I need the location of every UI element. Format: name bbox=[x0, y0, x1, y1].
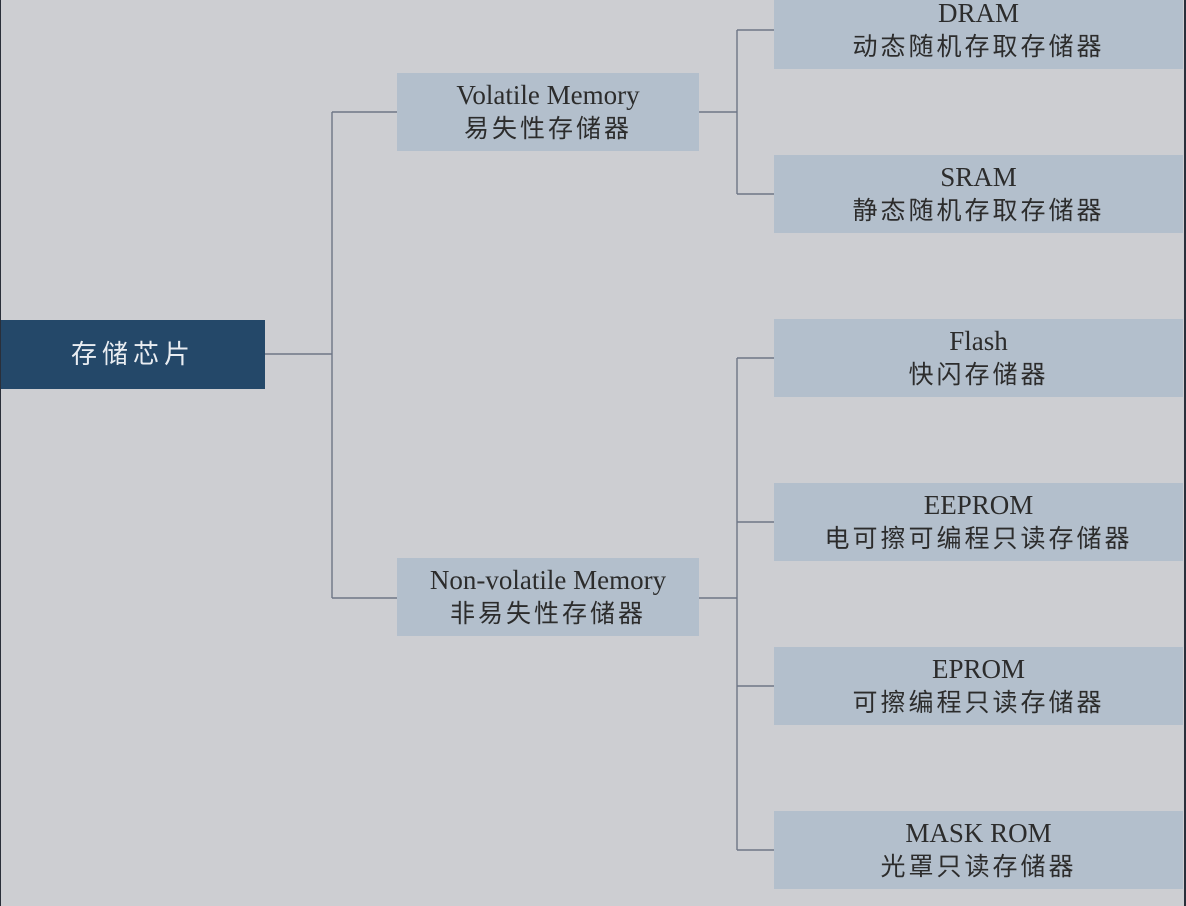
flash-node: Flash 快闪存储器 bbox=[774, 319, 1183, 397]
mask-rom-en: MASK ROM bbox=[905, 818, 1052, 848]
volatile-memory-cn: 易失性存储器 bbox=[463, 114, 632, 143]
nonvolatile-memory-en: Non-volatile Memory bbox=[429, 565, 667, 595]
eprom-node: EPROM 可擦编程只读存储器 bbox=[774, 647, 1183, 725]
dram-cn: 动态随机存取存储器 bbox=[852, 32, 1105, 61]
dram-node: DRAM 动态随机存取存储器 bbox=[774, 0, 1183, 69]
flash-en: Flash bbox=[949, 326, 1008, 356]
eeprom-node: EEPROM 电可擦可编程只读存储器 bbox=[774, 483, 1183, 561]
dram-en: DRAM bbox=[937, 0, 1019, 28]
mask-rom-node: MASK ROM 光罩只读存储器 bbox=[774, 811, 1183, 889]
eeprom-cn: 电可擦可编程只读存储器 bbox=[824, 524, 1133, 553]
nonvolatile-memory-cn: 非易失性存储器 bbox=[449, 599, 646, 628]
root-node: 存储芯片 bbox=[1, 320, 265, 389]
eeprom-en: EEPROM bbox=[923, 490, 1034, 520]
flash-cn: 快闪存储器 bbox=[908, 360, 1049, 389]
eprom-cn: 可擦编程只读存储器 bbox=[852, 688, 1105, 717]
sram-cn: 静态随机存取存储器 bbox=[852, 196, 1105, 225]
sram-node: SRAM 静态随机存取存储器 bbox=[774, 155, 1183, 233]
volatile-memory-en: Volatile Memory bbox=[456, 80, 640, 110]
sram-en: SRAM bbox=[940, 162, 1017, 192]
volatile-memory-node: Volatile Memory 易失性存储器 bbox=[397, 73, 699, 151]
eprom-en: EPROM bbox=[931, 654, 1026, 684]
nonvolatile-memory-node: Non-volatile Memory 非易失性存储器 bbox=[397, 558, 699, 636]
root-label: 存储芯片 bbox=[70, 339, 195, 370]
mask-rom-cn: 光罩只读存储器 bbox=[880, 852, 1077, 881]
